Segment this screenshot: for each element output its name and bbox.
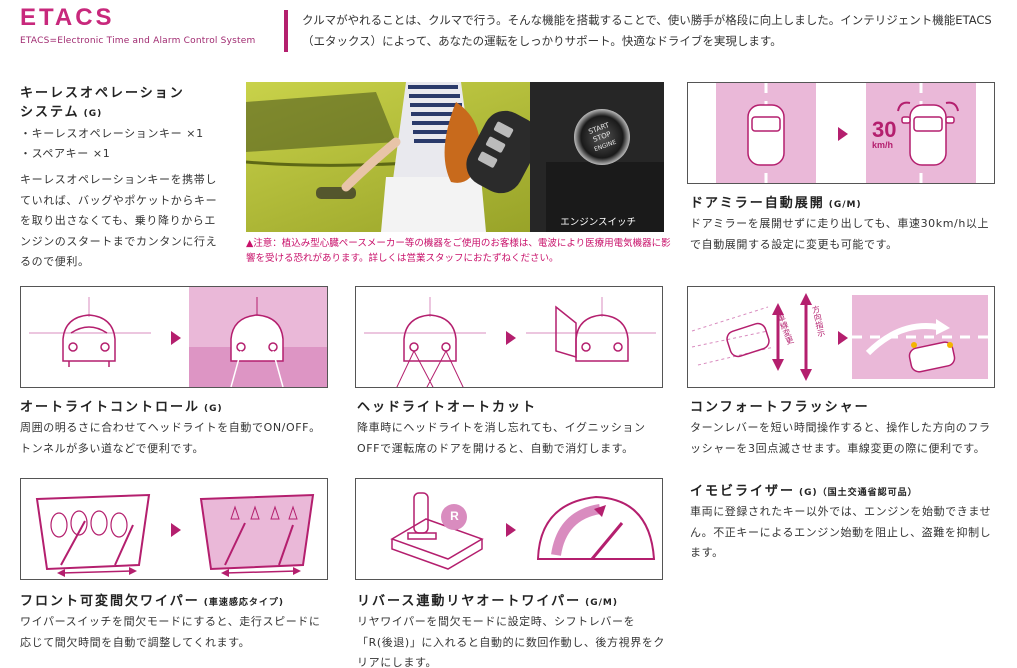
keyless-bullet-2: ・スペアキー ×1: [20, 147, 111, 160]
wiper-grade: (車速感応タイプ): [203, 598, 284, 608]
photo-caption: エンジンスイッチ: [560, 217, 636, 228]
rear-wiper-illustration: [390, 492, 656, 570]
autolight-title: オートライトコントロール(G): [20, 400, 223, 415]
flasher-diagram: 車線変更 方向指示: [687, 286, 995, 388]
mirror-illustration: [716, 83, 976, 183]
autolight-body: 周囲の明るさに合わせてヘッドライトを自動でON/OFF。トンネルが多い道などで便…: [20, 421, 321, 455]
keyless-grade: (G): [83, 109, 103, 119]
mirror-speed: 30 km/h: [872, 117, 897, 150]
keyless-bullet-1: ・キーレスオペレーションキー ×1: [20, 127, 204, 140]
flasher-body: ターンレバーを短い時間操作すると、操作した方向のフラッシャーを3回点滅させます。…: [690, 421, 991, 455]
autolight-grade: (G): [204, 404, 223, 414]
keyless-title-line1: キーレスオペレーション: [20, 86, 185, 101]
autolight-diagram: [20, 286, 328, 388]
headlight-illustration: [364, 297, 656, 387]
keyless-photo: START STOP ENGINE エンジンスイッチ: [246, 82, 664, 232]
rear-title: リバース連動リヤオートワイパー(G/M): [357, 594, 618, 609]
immobilizer-body: 車両に登録されたキー以外では、エンジンを始動できません。不正キーによるエンジン始…: [690, 505, 992, 559]
intro-text: クルマがやれることは、クルマで行う。そんな機能を搭載することで、使い勝手が格段に…: [302, 13, 992, 48]
brand-logo: ETACS: [20, 4, 115, 31]
wiper-title: フロント可変間欠ワイパー(車速感応タイプ): [20, 594, 284, 609]
mirror-title: ドアミラー自動展開(G/M): [690, 196, 862, 211]
mirror-body: ドアミラーを展開せずに走り出しても、車速30km/h以上で自動展開する設定に変更…: [690, 217, 990, 251]
wiper-diagram: [20, 478, 328, 580]
rear-wiper-diagram: R: [355, 478, 663, 580]
gear-r-label: R: [450, 509, 459, 523]
wiper-body: ワイパースイッチを間欠モードにすると、走行スピードに応じて間欠時間を自動で調整し…: [20, 615, 321, 649]
rear-body: リヤワイパーを間欠モードに設定時、シフトレバーを「R(後退)」に入れると自動的に…: [357, 615, 666, 668]
autolight-illustration: [29, 287, 327, 387]
mirror-diagram: 30 km/h: [687, 82, 995, 184]
headlight-body: 降車時にヘッドライトを消し忘れても、イグニッションOFFで運転席のドアを開けると…: [357, 421, 646, 455]
keyless-warning: ▲注意：植込み型心臓ペースメーカー等の機器をご使用のお客様は、電波により医療用電…: [246, 238, 671, 264]
keyless-photo-illustration: START STOP ENGINE: [246, 82, 664, 232]
keyless-title-line2: システム(G): [20, 105, 103, 120]
rear-grade: (G/M): [585, 598, 618, 608]
immobilizer-grade: (G)（国土交通省認可品）: [799, 488, 918, 498]
flasher-illustration: [691, 293, 988, 381]
keyless-body: キーレスオペレーションキーを携帯していれば、バッグやポケットからキーを取り出さな…: [20, 173, 218, 268]
header-divider: [284, 10, 288, 52]
headlight-diagram: [355, 286, 663, 388]
headlight-title: ヘッドライトオートカット: [357, 400, 538, 415]
mirror-grade: (G/M): [828, 200, 862, 210]
brand-subtitle: ETACS=Electronic Time and Alarm Control …: [20, 36, 256, 46]
immobilizer-title: イモビライザー(G)（国土交通省認可品）: [690, 484, 918, 499]
flasher-title: コンフォートフラッシャー: [690, 400, 870, 415]
wiper-illustration: [35, 493, 315, 577]
